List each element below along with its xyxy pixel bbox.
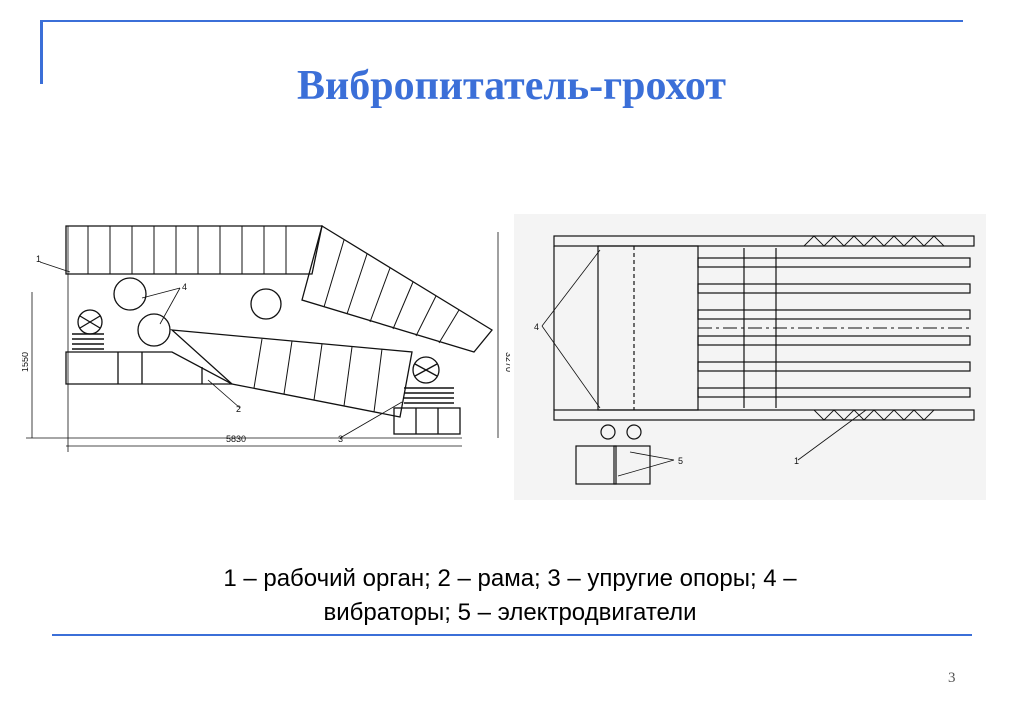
top-view-drawing: 4 5 1 xyxy=(514,214,986,500)
bottom-rule xyxy=(52,634,972,636)
base-frame-right xyxy=(393,407,461,435)
callout-1: 1 xyxy=(36,254,41,264)
caption-line-2: вибраторы; 5 – электродвигатели xyxy=(323,599,697,626)
callout-4: 4 xyxy=(182,282,187,292)
side-view-drawing: 1 4 2 3 5830 1550 3270 xyxy=(20,212,514,474)
feed-trough xyxy=(65,225,323,275)
motor-wheel-right xyxy=(412,356,440,384)
top-view-svg: 4 5 1 xyxy=(534,235,975,485)
caption-line-1: 1 – рабочий орган; 2 – рама; 3 – упругие… xyxy=(223,565,797,592)
left-accent-bar xyxy=(40,20,43,84)
dim-length: 5830 xyxy=(226,434,246,444)
bottom-edge-rail xyxy=(553,409,975,421)
page-number: 3 xyxy=(948,670,956,686)
feeder-plate xyxy=(597,245,699,411)
slide-title: Вибропитатель-грохот xyxy=(297,63,726,109)
screen-deck-lower xyxy=(170,329,413,418)
dim-height-left: 1550 xyxy=(22,352,30,372)
spring-right xyxy=(404,387,454,404)
dim-height-right: 3270 xyxy=(504,352,510,372)
spring-left xyxy=(72,333,104,350)
callout-3: 3 xyxy=(338,434,343,444)
coupling-2 xyxy=(626,424,642,440)
coupling-1 xyxy=(600,424,616,440)
top-callout-5: 5 xyxy=(678,456,683,466)
electric-motor-2 xyxy=(613,445,651,485)
base-frame-left xyxy=(65,351,233,385)
deck-teeth xyxy=(803,235,945,421)
top-edge-rail xyxy=(553,235,975,247)
top-callout-1: 1 xyxy=(794,456,799,466)
electric-motor-1 xyxy=(575,445,617,485)
top-callout-4: 4 xyxy=(534,322,539,332)
vibrator-1 xyxy=(113,277,147,311)
figure-caption: 1 – рабочий орган; 2 – рама; 3 – упругие… xyxy=(60,562,960,630)
screen-bars xyxy=(697,248,971,408)
screen-deck-upper xyxy=(301,224,493,353)
vibrator-3 xyxy=(250,288,282,320)
side-view-svg: 1 4 2 3 5830 1550 3270 xyxy=(20,224,514,452)
top-rule xyxy=(40,20,963,22)
vibrator-2 xyxy=(137,313,171,347)
callout-2: 2 xyxy=(236,404,241,414)
dimension-lines xyxy=(26,226,499,452)
